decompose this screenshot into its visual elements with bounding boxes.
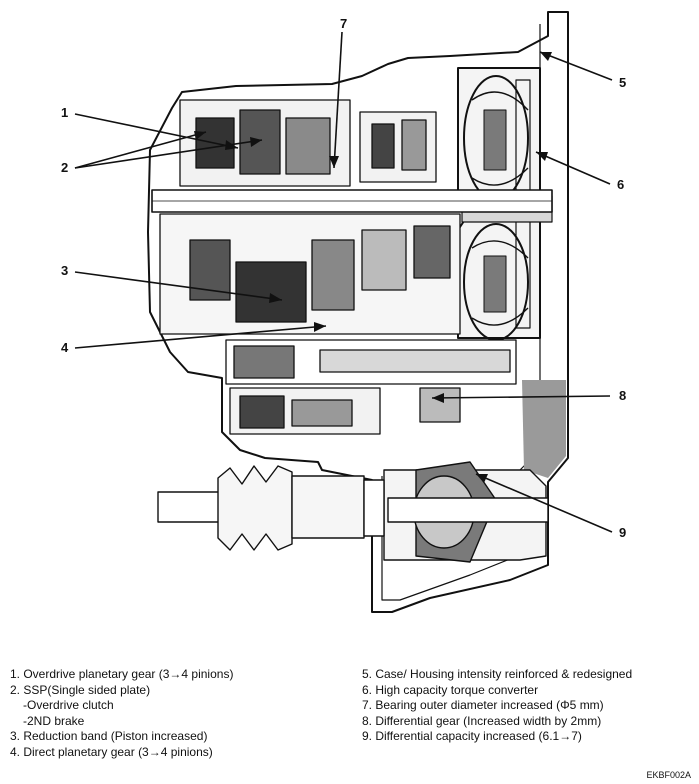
legend-left-column: 1. Overdrive planetary gear (3→4 pinions…	[10, 667, 233, 761]
callout-6: 6	[617, 177, 625, 192]
callout-7: 7	[340, 16, 348, 31]
legend-item-3: 3. Reduction band (Piston increased)	[10, 729, 208, 744]
callout-9: 9	[619, 525, 627, 540]
legend-right-column: 5. Case/ Housing intensity reinforced & …	[362, 667, 632, 745]
leader-arrowheads	[194, 52, 552, 483]
callout-4: 4	[61, 340, 69, 355]
legend-item-2: 2. SSP(Single sided plate)	[10, 682, 151, 697]
callout-2: 2	[61, 160, 69, 175]
differential-assembly	[383, 461, 549, 563]
drive-axle	[157, 465, 385, 551]
legend-item-4: 4. Direct planetary gear (3→4 pinions)	[10, 744, 213, 759]
legend-item-2-sub-overdrive-clutch: -Overdrive clutch	[23, 698, 114, 713]
case-bottom-fill	[522, 380, 566, 478]
callout-1: 1	[61, 105, 69, 120]
legend-item-1: 1. Overdrive planetary gear (3→4 pinions…	[10, 667, 234, 681]
overdrive-clutch-assembly	[179, 99, 437, 187]
callout-8: 8	[619, 388, 627, 403]
legend-item-2-sub-2nd-brake: -2ND brake	[23, 713, 85, 728]
legend-item-8: 8. Differential gear (Increased width by…	[362, 713, 602, 728]
legend-item-5: 5. Case/ Housing intensity reinforced & …	[362, 667, 633, 681]
legend-item-6: 6. High capacity torque converter	[362, 682, 539, 697]
planetary-gear-assembly	[159, 213, 461, 335]
transmission-cutaway-diagram	[74, 11, 613, 613]
legend-item-7: 7. Bearing outer diameter increased (Φ5 …	[362, 698, 604, 713]
transmission-case-outline	[147, 11, 569, 613]
output-shaft-assembly	[225, 339, 517, 435]
figure-code: EKBF002A	[646, 770, 691, 780]
callout-3: 3	[61, 263, 69, 278]
leader-lines	[74, 31, 613, 533]
legend-item-9: 9. Differential capacity increased (6.1→…	[362, 729, 582, 744]
callout-5: 5	[619, 75, 627, 90]
